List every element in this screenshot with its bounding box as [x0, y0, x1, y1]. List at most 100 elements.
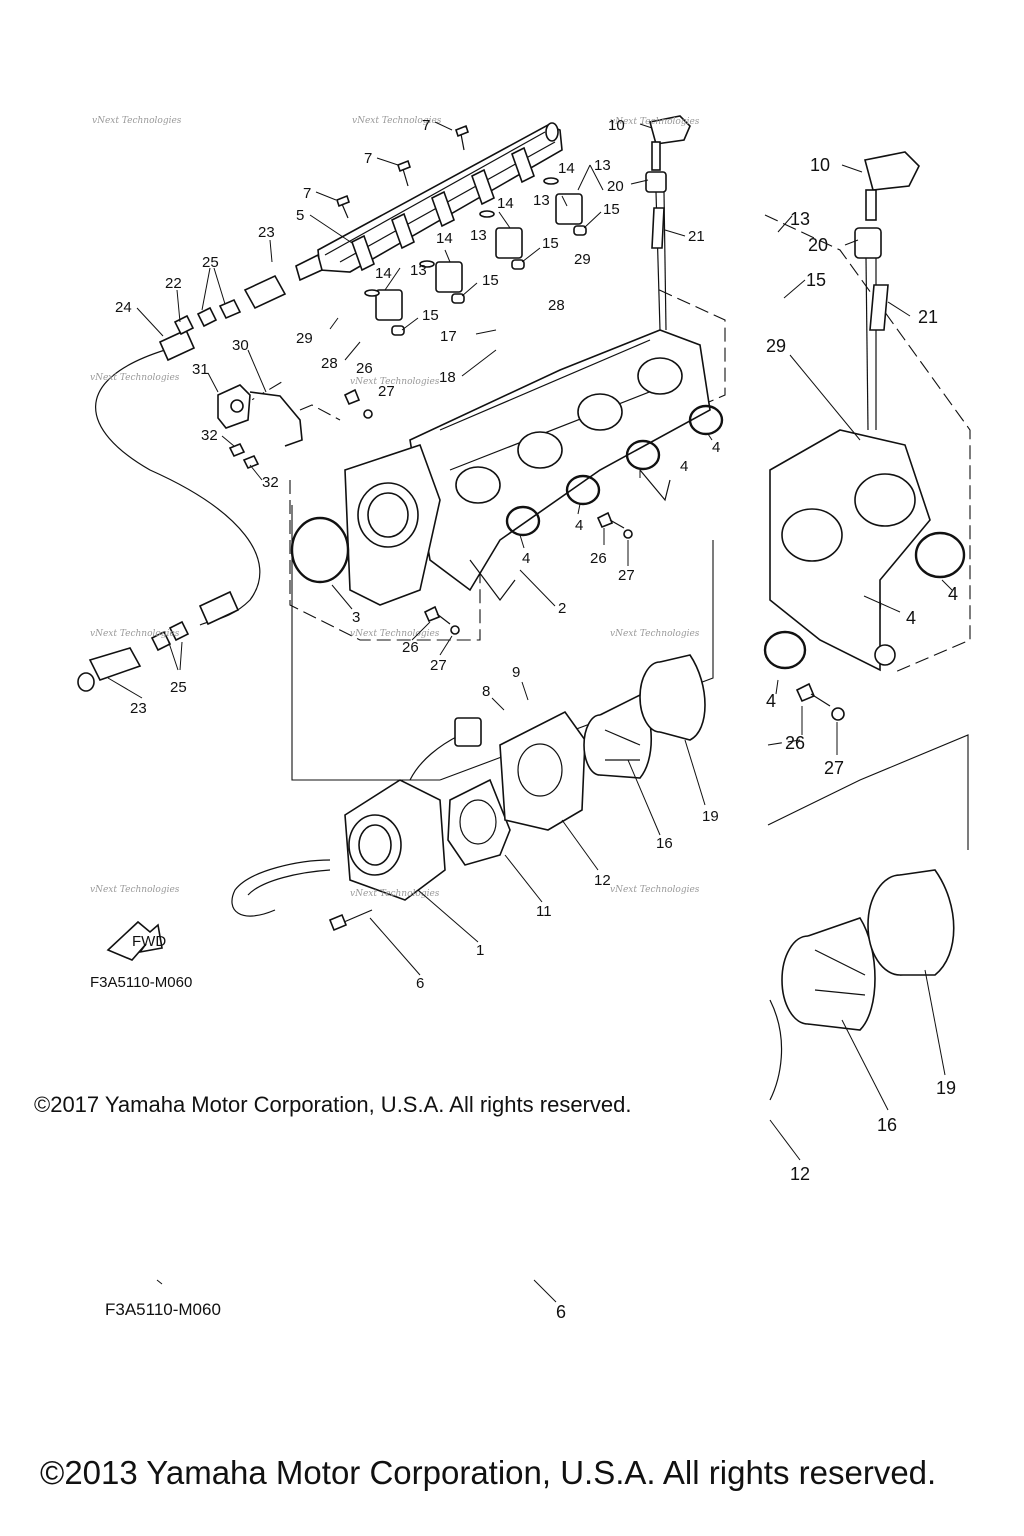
callout-7: 7 — [422, 117, 430, 134]
callout-16: 16 — [656, 835, 673, 852]
callout-6: 6 — [416, 975, 424, 992]
svg-text:vNext Technologies: vNext Technologies — [610, 117, 700, 127]
callout-15: 15 — [482, 272, 499, 289]
callout-13: 13 — [594, 157, 611, 174]
fwd-arrow-text: FWD — [132, 933, 166, 950]
callout-6-zoom: 6 — [556, 1302, 566, 1322]
callout-26: 26 — [356, 360, 373, 377]
callout-12-zoom: 12 — [790, 1164, 810, 1184]
callout-30: 30 — [232, 337, 249, 354]
svg-text:vNext Technologies: vNext Technologies — [92, 116, 182, 126]
callout-1: 1 — [476, 942, 484, 959]
callout-13: 13 — [533, 192, 550, 209]
intake-sleeve — [639, 654, 706, 741]
callout-22: 22 — [165, 275, 182, 292]
callout-21: 21 — [688, 228, 705, 245]
callout-13-zoom: 13 — [790, 209, 810, 229]
svg-text:vNext Technologies: vNext Technologies — [352, 116, 442, 126]
intake-manifold — [409, 329, 711, 601]
callout-11: 11 — [536, 903, 552, 920]
callout-15: 15 — [422, 307, 439, 324]
callout-23: 23 — [258, 224, 275, 241]
callout-18: 18 — [439, 369, 456, 386]
manifold-inlet-flange — [344, 443, 441, 606]
callout-28: 28 — [321, 355, 338, 372]
svg-text:vNext Technologies: vNext Technologies — [610, 885, 700, 895]
callout-29: 29 — [296, 330, 313, 347]
diagram-code-secondary: F3A5110-M060 — [105, 1300, 221, 1319]
svg-text:vNext Technologies: vNext Technologies — [350, 377, 440, 387]
svg-text:vNext Technologies: vNext Technologies — [90, 373, 180, 383]
callout-28: 28 — [548, 297, 565, 314]
callout-9: 9 — [512, 664, 520, 681]
svg-text:vNext Technologies: vNext Technologies — [90, 629, 180, 639]
callout-13: 13 — [410, 262, 427, 279]
callout-29: 29 — [574, 251, 591, 268]
callout-32: 32 — [201, 427, 218, 444]
callout-29-zoom: 29 — [766, 336, 786, 356]
zoom-sensor — [854, 151, 920, 431]
callout-31: 31 — [192, 361, 209, 378]
callout-15-zoom: 15 — [806, 270, 826, 290]
diagram-code: F3A5110-M060 — [90, 974, 193, 991]
callout-19: 19 — [702, 808, 719, 825]
callout-21-zoom: 21 — [918, 307, 938, 327]
gaskets — [447, 710, 586, 866]
callout-4: 4 — [575, 517, 583, 534]
copyright-2017: ©2017 Yamaha Motor Corporation, U.S.A. A… — [34, 1092, 632, 1117]
callout-labels: 7 7 7 5 23 25 22 24 10 13 14 20 13 14 15… — [115, 117, 958, 1322]
fwd-arrow: FWD — [106, 920, 166, 961]
callout-2: 2 — [558, 600, 566, 617]
callout-16-zoom: 16 — [877, 1115, 897, 1135]
callout-15: 15 — [603, 201, 620, 218]
svg-text:vNext Technologies: vNext Technologies — [350, 629, 440, 639]
copyright-2013: ©2013 Yamaha Motor Corporation, U.S.A. A… — [40, 1454, 937, 1491]
callout-25: 25 — [170, 679, 187, 696]
callout-23: 23 — [130, 700, 147, 717]
intake-screen — [583, 693, 653, 779]
callout-15: 15 — [542, 235, 559, 252]
leader-lines — [107, 121, 953, 1303]
pressure-sensor-top — [645, 115, 691, 331]
callout-10-zoom: 10 — [810, 155, 830, 175]
callout-25: 25 — [202, 254, 219, 271]
callout-4-zoom: 4 — [948, 584, 958, 604]
callout-27: 27 — [430, 657, 447, 674]
zoom-screen-and-sleeve — [769, 869, 955, 1101]
fuel-rail — [295, 122, 563, 282]
callout-27: 27 — [618, 567, 635, 584]
throttle-body — [231, 717, 482, 932]
callout-12: 12 — [594, 872, 611, 889]
callout-4-zoom: 4 — [766, 691, 776, 711]
callout-26: 26 — [402, 639, 419, 656]
callout-14: 14 — [558, 160, 575, 177]
callout-5: 5 — [296, 207, 304, 224]
callout-4: 4 — [712, 439, 720, 456]
svg-text:vNext Technologies: vNext Technologies — [90, 885, 180, 895]
rail-screws — [336, 124, 469, 219]
callout-13: 13 — [470, 227, 487, 244]
watermarks: vNext Technologies vNext Technologies vN… — [90, 116, 700, 899]
callout-26: 26 — [590, 550, 607, 567]
callout-26-zoom: 26 — [785, 733, 805, 753]
callout-4: 4 — [680, 458, 688, 475]
callout-14: 14 — [497, 195, 514, 212]
callout-4: 4 — [522, 550, 530, 567]
callout-8: 8 — [482, 683, 490, 700]
svg-text:vNext Technologies: vNext Technologies — [610, 629, 700, 639]
callout-17: 17 — [440, 328, 457, 345]
bolts-and-washers — [343, 388, 845, 721]
callout-14: 14 — [436, 230, 453, 247]
callout-24: 24 — [115, 299, 132, 316]
callout-32: 32 — [262, 474, 279, 491]
callout-7: 7 — [364, 150, 372, 167]
callout-20: 20 — [607, 178, 624, 195]
callout-27: 27 — [378, 383, 395, 400]
callout-3: 3 — [352, 609, 360, 626]
callout-20-zoom: 20 — [808, 235, 828, 255]
fuel-injectors — [364, 177, 587, 336]
callout-27-zoom: 27 — [824, 758, 844, 778]
callout-14: 14 — [375, 265, 392, 282]
callout-4-zoom: 4 — [906, 608, 916, 628]
